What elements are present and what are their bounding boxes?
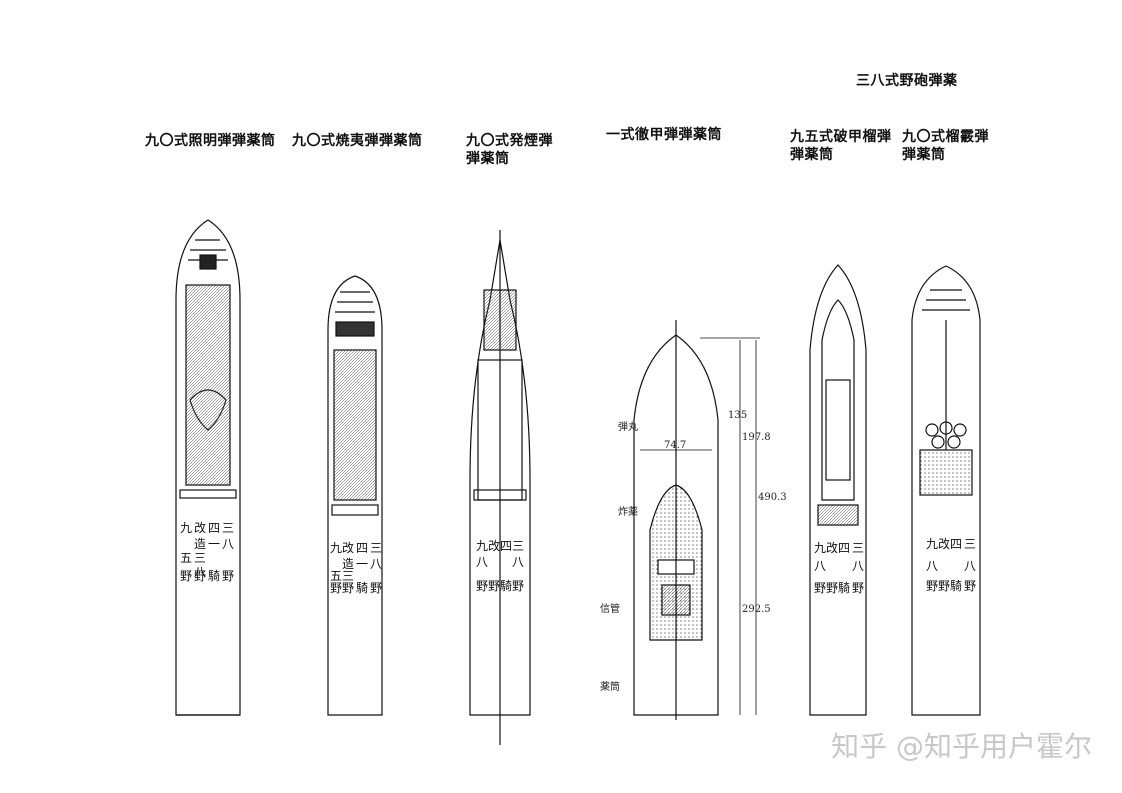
marking-char: 騎 [500,579,512,593]
marking-char: 野 [370,581,382,595]
marking-char: 八 [512,555,524,569]
marking-char: 野 [222,569,234,583]
marking-char: 野 [476,579,488,593]
marking-char: 野 [180,569,192,583]
marking-smoke: 三 四 改 九 八 八 野 野 騎 野 [476,539,524,593]
marking-char: 三 [194,551,206,565]
marking-char: 四 [500,539,512,553]
marking-char: 改 [342,541,354,555]
shell-incendiary [327,275,383,716]
marking-char: 四 [356,541,368,555]
shell-label-heat: 九五式破甲榴弾弾薬筒 [790,128,892,164]
marking-char: 九 [180,521,192,535]
marking-incendiary: 三 四 改 九 八 一 造 三 五 野 野 騎 野 [330,541,382,595]
marking-char: 八 [370,557,382,571]
marking-char: 騎 [950,579,962,593]
marking-shrapnel: 三 四 改 九 八 八 野 野 騎 野 [926,537,976,593]
shell-label-ap: 一式徹甲弾弾薬筒 [606,127,722,143]
marking-char: 八 [476,555,488,569]
marking-char: 野 [488,579,500,593]
marking-char: 八 [852,559,864,573]
shell-shrapnel [911,265,981,716]
marking-char: 野 [938,579,950,593]
ap-dim-total: 490.3 [758,492,787,503]
shell-smoke [469,230,531,745]
marking-char: 野 [330,581,342,595]
marking-char: 四 [838,541,850,555]
marking-illumination: 三 四 改 九 八 一 造 三 五 八 野 野 騎 野 [180,521,234,583]
ap-label-explosive: 炸薬 [618,506,638,518]
marking-char: 八 [222,537,234,551]
marking-char: 四 [208,521,220,535]
marking-char: 野 [342,581,354,595]
marking-char: 九 [330,541,342,555]
marking-char: 造 [342,557,354,571]
marking-char: 五 [330,569,342,583]
marking-char: 九 [926,537,938,551]
marking-char: 三 [370,541,382,555]
marking-char: 一 [356,557,368,571]
marking-char: 改 [488,539,500,553]
marking-heat: 三 四 改 九 八 八 野 野 騎 野 [814,541,864,595]
marking-char: 三 [964,537,976,551]
marking-char: 四 [950,537,962,551]
marking-char: 五 [180,551,192,565]
marking-char: 八 [194,565,206,579]
marking-char: 造 [194,537,206,551]
ap-label-projectile: 弾丸 [618,420,638,433]
marking-char: 三 [512,539,524,553]
ap-label-fuze: 信管 [600,602,620,615]
ap-dim-diameter: 74.7 [664,440,686,451]
marking-char: 八 [814,559,826,573]
marking-char: 一 [208,537,220,551]
shell-label-heat-text: 九五式破甲榴弾弾薬筒 [790,129,892,163]
marking-char: 野 [826,581,838,595]
ap-dim-case: 292.5 [742,604,771,615]
shell-heat [809,264,867,716]
ap-dim-projectile: 197.8 [742,432,771,443]
header-title: 三八式野砲弾薬 [856,73,958,89]
shell-ap [633,320,760,720]
marking-char: 九 [476,539,488,553]
marking-char: 改 [194,521,206,535]
marking-char: 野 [926,579,938,593]
shell-illumination [175,219,241,716]
marking-char: 改 [938,537,950,551]
shell-label-smoke-line1: 九〇式発煙弾弾薬筒 [466,133,553,167]
marking-char: 野 [512,579,524,593]
marking-char: 野 [814,581,826,595]
marking-char: 改 [826,541,838,555]
marking-char: 野 [852,581,864,595]
shell-label-smoke: 九〇式発煙弾弾薬筒 [466,132,553,168]
shell-label-shrapnel: 九〇式榴霰弾弾薬筒 [902,128,989,164]
marking-char: 三 [852,541,864,555]
shell-label-shrapnel-text: 九〇式榴霰弾弾薬筒 [902,129,989,163]
shell-label-incendiary: 九〇式焼夷弾弾薬筒 [292,133,423,149]
shell-label-illumination: 九〇式照明弾弾薬筒 [145,133,276,149]
marking-char: 八 [964,559,976,573]
marking-char: 騎 [208,569,220,583]
marking-char: 野 [964,579,976,593]
ap-label-case: 薬筒 [600,680,620,693]
marking-char: 八 [926,559,938,573]
marking-char: 三 [222,521,234,535]
marking-char: 九 [814,541,826,555]
marking-char: 三 [342,569,354,583]
watermark: 知乎 @知乎用户霍尔 [831,730,1092,763]
marking-char: 野 [194,569,206,583]
ap-dim-ogive: 135 [728,410,747,421]
marking-char: 騎 [356,581,368,595]
marking-char: 騎 [838,581,850,595]
